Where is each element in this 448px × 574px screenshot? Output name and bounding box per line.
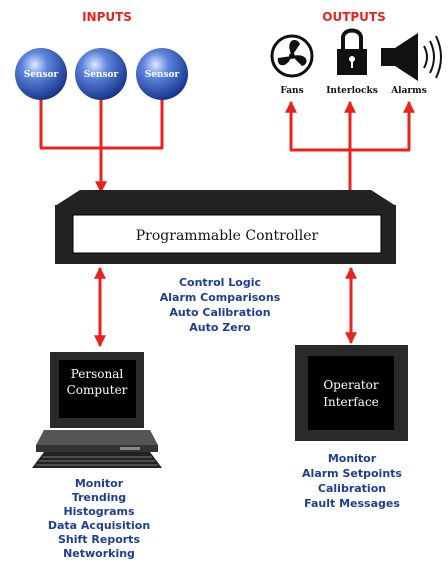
operator-function-item: Fault Messages [304,497,400,510]
computer-function-item: Networking [63,547,135,560]
programmable-controller: Programmable Controller [55,190,396,264]
operator-function-item: Monitor [328,452,377,465]
output-alarms: Alarms [381,33,442,96]
computer-functions: Monitor Trending Histograms Data Acquisi… [48,477,150,560]
operator-functions: Monitor Alarm Setpoints Calibration Faul… [302,452,402,510]
operator-function-item: Calibration [318,482,386,495]
sensor-label: Sensor [145,70,180,80]
input-connectors [39,100,164,194]
computer-function-item: Shift Reports [58,533,140,546]
output-label-alarms: Alarms [390,86,427,96]
computer-screen-line: Computer [67,383,128,397]
controller-top-bevel [55,190,396,206]
operator-screen-line: Operator [323,378,379,392]
computer-base-top [36,430,158,445]
controller-function-item: Control Logic [179,276,261,289]
outputs-header: OUTPUTS [322,10,386,24]
computer-screen [59,360,136,418]
computer-function-item: Monitor [75,477,124,490]
output-connectors [285,100,415,192]
personal-computer: Personal Computer [32,352,162,468]
sensor-sphere-icon [15,48,67,100]
computer-function-item: Trending [72,491,126,504]
sensor-label: Sensor [84,70,119,80]
keyboard [32,452,162,468]
operator-screen [308,356,394,430]
output-label-fans: Fans [280,86,303,96]
computer-function-item: Histograms [63,505,135,518]
sensor-sphere-icon [75,48,127,100]
sensor-sphere-icon [136,48,188,100]
padlock-icon [337,28,367,75]
output-interlocks: Interlocks [326,28,378,96]
operator-function-item: Alarm Setpoints [302,467,402,480]
output-fans: Fans [270,34,314,96]
controller-label: Programmable Controller [136,228,319,244]
controller-function-item: Auto Zero [189,321,251,334]
inputs-header: INPUTS [82,10,132,24]
controller-function-item: Auto Calibration [169,306,270,319]
fan-icon [270,34,314,78]
computer-function-item: Data Acquisition [48,519,150,532]
computer-screen-line: Personal [71,367,124,381]
operator-screen-line: Interface [323,395,379,409]
speaker-icon [381,33,442,81]
controller-function-item: Alarm Comparisons [160,291,281,304]
sensor-label: Sensor [24,70,59,80]
controller-functions: Control Logic Alarm Comparisons Auto Cal… [160,276,281,334]
operator-interface: Operator Interface [295,345,408,441]
sensor-node: Sensor [136,48,188,100]
controller-panel [72,214,382,254]
drive-slot [120,447,140,450]
output-label-interlocks: Interlocks [326,86,378,96]
sensor-node: Sensor [15,48,67,100]
sensor-node: Sensor [75,48,127,100]
computer-base-unit [36,445,158,452]
